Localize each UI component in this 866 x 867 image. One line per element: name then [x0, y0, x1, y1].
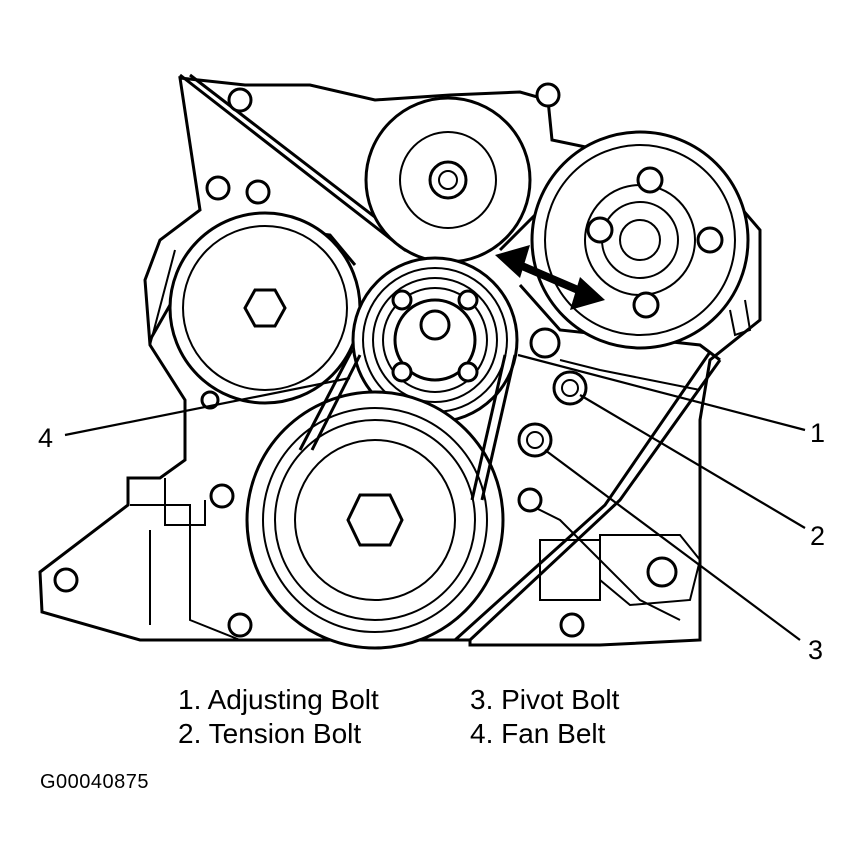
leader-line-2	[579, 394, 806, 529]
leader-line-1	[517, 353, 806, 432]
callout-2: 2	[810, 521, 826, 551]
tension-bolt	[552, 370, 588, 406]
adjusting-bolt	[529, 327, 561, 359]
inner-belt	[298, 349, 517, 501]
crankshaft-pulley	[245, 390, 505, 650]
pivot-bolt	[517, 422, 553, 458]
legend-item-pivot-bolt: 3. Pivot Bolt	[470, 684, 620, 715]
leader-line-3	[544, 449, 801, 641]
leader-line-4	[64, 376, 351, 437]
tensioner-pulley	[351, 256, 519, 424]
top-idler-pulley	[364, 96, 532, 264]
figure-id: G00040875	[40, 771, 150, 793]
adjustment-direction-arrow-icon	[495, 245, 605, 310]
leader-lines	[64, 353, 806, 641]
legend-item-tension-bolt: 2. Tension Bolt	[178, 718, 362, 749]
callout-4: 4	[38, 423, 54, 453]
callout-1: 1	[810, 418, 826, 448]
alternator-pulley	[168, 211, 362, 405]
legend-item-adjusting-bolt: 1. Adjusting Bolt	[178, 684, 379, 715]
housing-bolts	[53, 82, 678, 638]
water-pump-pulley	[530, 130, 750, 350]
legend-item-fan-belt: 4. Fan Belt	[470, 718, 606, 749]
callout-3: 3	[808, 635, 824, 665]
